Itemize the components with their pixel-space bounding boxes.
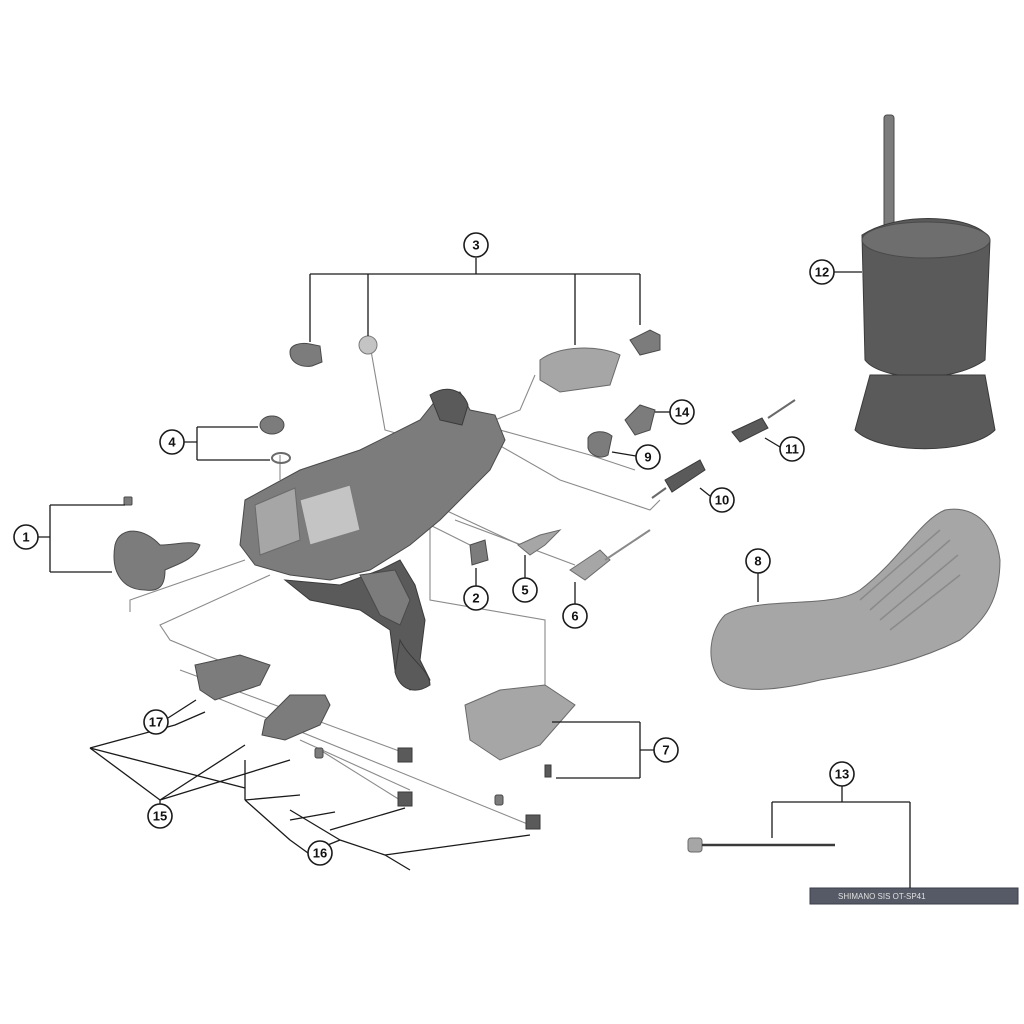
part-17-bracket	[194, 654, 271, 701]
callout-9: 9	[635, 444, 661, 470]
callout-7: 7	[653, 737, 679, 763]
callout-5-label: 5	[521, 583, 528, 598]
part-7-bottom-cover	[464, 684, 576, 778]
callout-6: 6	[562, 603, 588, 629]
callout-2-label: 2	[472, 591, 479, 606]
part-15-16-mount	[261, 694, 541, 830]
part-12-tool	[854, 114, 996, 450]
callout-5: 5	[512, 577, 538, 603]
callout-13-label: 13	[835, 767, 849, 782]
callout-10: 10	[709, 487, 735, 513]
callout-15-label: 15	[153, 809, 167, 824]
callout-12: 12	[809, 259, 835, 285]
callout-14: 14	[669, 399, 695, 425]
part-1-side-cover	[113, 496, 201, 591]
callout-leader-lines	[38, 258, 911, 888]
callout-16: 16	[307, 840, 333, 866]
callout-8: 8	[745, 548, 771, 574]
callout-15: 15	[147, 803, 173, 829]
callout-10-label: 10	[715, 493, 729, 508]
part-11-cable-end	[731, 399, 796, 443]
callout-4: 4	[159, 429, 185, 455]
callout-6-label: 6	[571, 609, 578, 624]
callout-13: 13	[829, 761, 855, 787]
callout-2: 2	[463, 585, 489, 611]
callout-9-label: 9	[644, 450, 651, 465]
callout-17: 17	[143, 709, 169, 735]
part-5-pawl	[517, 529, 562, 556]
callout-11: 11	[779, 436, 805, 462]
callout-11-label: 11	[785, 442, 799, 457]
part-9-bushing	[587, 431, 613, 458]
part-6-spring	[569, 529, 651, 581]
part-13-cable: SHIMANO SIS OT-SP41	[687, 837, 1019, 905]
callout-7-label: 7	[662, 743, 669, 758]
part-8-hood	[710, 508, 1001, 690]
cable-print-text: SHIMANO SIS OT-SP41	[838, 892, 926, 901]
callout-16-label: 16	[313, 846, 327, 861]
part-10-cable-end	[651, 459, 706, 499]
callout-1: 1	[13, 524, 39, 550]
part-2-block	[469, 539, 489, 566]
callout-14-label: 14	[675, 405, 690, 420]
callout-12-label: 12	[815, 265, 829, 280]
lever-main-body	[239, 388, 506, 691]
callout-8-label: 8	[754, 554, 761, 569]
callout-1-label: 1	[22, 530, 29, 545]
callout-4-label: 4	[168, 435, 176, 450]
part-14-adjuster	[624, 404, 656, 436]
part-3-hardware-set	[289, 329, 661, 393]
callout-3-label: 3	[472, 238, 479, 253]
callout-3: 3	[463, 232, 489, 258]
callout-17-label: 17	[149, 715, 163, 730]
part-4-cap	[259, 415, 291, 464]
